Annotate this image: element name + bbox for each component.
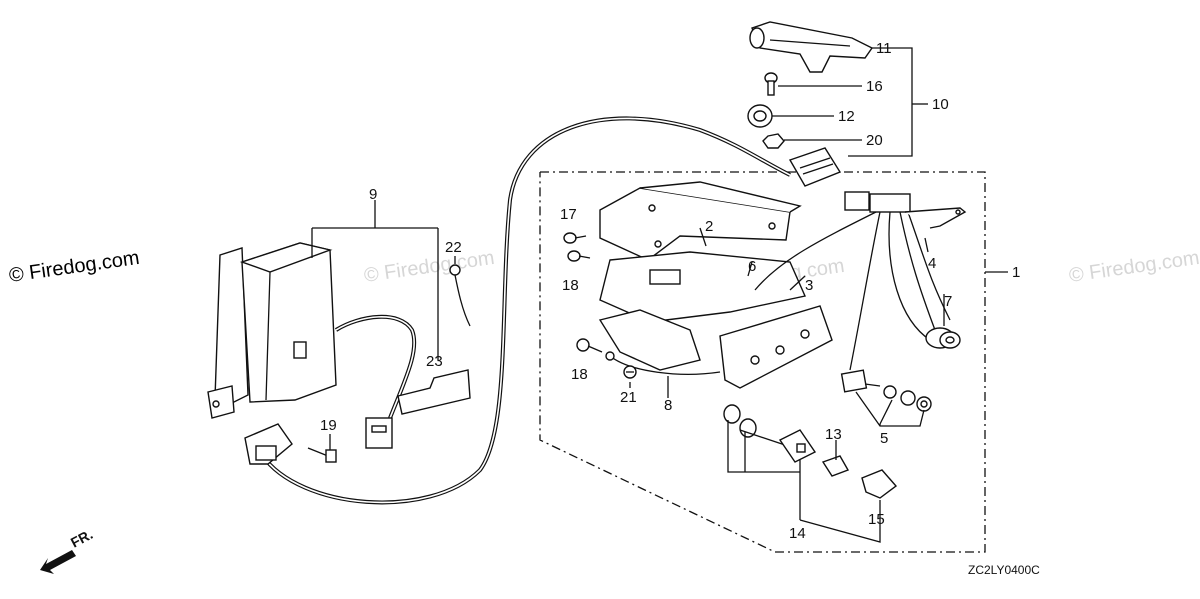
callout-8: 8 xyxy=(664,397,672,414)
control-unit-9 xyxy=(207,242,337,419)
connector-9 xyxy=(244,423,293,465)
harness-9 xyxy=(334,314,417,449)
nut-20 xyxy=(762,133,785,149)
main-cable xyxy=(260,116,791,505)
switch-5 xyxy=(840,369,932,412)
tie-22 xyxy=(449,264,471,327)
screw-18a xyxy=(567,250,591,262)
front-arrow-icon: FR. xyxy=(40,526,95,574)
screw-18b xyxy=(576,338,603,353)
front-direction-label: FR. xyxy=(68,526,95,551)
callout-21: 21 xyxy=(620,389,637,406)
socket-14 xyxy=(723,404,817,463)
plate-3 xyxy=(719,305,833,389)
callout-3: 3 xyxy=(805,277,813,294)
grommet-7 xyxy=(925,327,961,349)
watermark-left: © Firedog.com xyxy=(8,247,141,287)
callout-7: 7 xyxy=(944,293,952,310)
callout-12: 12 xyxy=(838,108,855,125)
wire-8 xyxy=(605,351,721,375)
callout-23: 23 xyxy=(426,353,443,370)
callout-6: 6 xyxy=(748,258,756,275)
screw-17 xyxy=(563,232,587,244)
callout-19: 19 xyxy=(320,417,337,434)
callout-2: 2 xyxy=(705,218,713,235)
clamp-12 xyxy=(747,104,773,128)
diagram-code: ZC2LY0400C xyxy=(968,563,1040,577)
bulb-13 xyxy=(821,455,850,477)
screw-16 xyxy=(764,72,778,96)
harness-4 xyxy=(754,191,967,371)
callout-13: 13 xyxy=(825,426,842,443)
callout-18-upper: 18 xyxy=(562,277,579,294)
callout-18-lower: 18 xyxy=(571,366,588,383)
callout-9: 9 xyxy=(369,186,377,203)
callout-10: 10 xyxy=(932,96,949,113)
callout-20: 20 xyxy=(866,132,883,149)
connector-plug-10 xyxy=(788,147,842,187)
callout-11: 11 xyxy=(876,40,892,57)
callout-16: 16 xyxy=(866,78,883,95)
callout-5: 5 xyxy=(880,430,888,447)
washer-21 xyxy=(623,365,637,379)
cover-plate-2 xyxy=(599,181,802,261)
callout-14: 14 xyxy=(789,525,806,542)
callout-22: 22 xyxy=(445,239,462,256)
bolt-19 xyxy=(307,447,337,463)
callout-15: 15 xyxy=(868,511,885,528)
callout-1: 1 xyxy=(1012,264,1020,281)
leader-lines xyxy=(311,47,1008,543)
watermark-center-left: © Firedog.com xyxy=(363,247,496,287)
cap-15 xyxy=(861,469,898,499)
callout-4: 4 xyxy=(928,255,936,272)
callout-17: 17 xyxy=(560,206,577,223)
watermark-right: © Firedog.com xyxy=(1068,247,1200,287)
bracket-6 xyxy=(598,251,806,371)
clip-11 xyxy=(749,21,874,73)
label-23 xyxy=(397,369,471,415)
